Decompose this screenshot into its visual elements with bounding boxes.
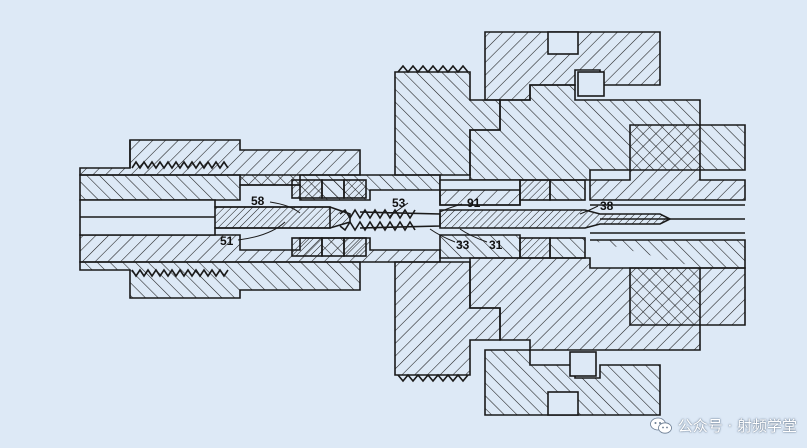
spring-contact-upper xyxy=(339,208,416,220)
label-31: 31 xyxy=(489,238,503,252)
right-inner-lower xyxy=(590,239,746,326)
o-ring-bottom xyxy=(569,351,597,377)
left-inner-lower xyxy=(79,234,441,263)
label-33: 33 xyxy=(456,238,470,252)
label-51: 51 xyxy=(220,234,234,248)
right-collet-upper xyxy=(519,179,551,201)
outer-housing-bottom xyxy=(484,349,661,416)
watermark: 公众号 · 射频学堂 xyxy=(649,415,797,436)
nut-thread-lower xyxy=(397,373,469,383)
label-91: 91 xyxy=(467,196,481,210)
left-shell-lower xyxy=(79,261,361,299)
housing-slot-bottom xyxy=(547,391,579,416)
left-collet-upper xyxy=(291,179,323,199)
right-inner-upper xyxy=(589,124,746,201)
right-center-pin xyxy=(439,209,672,229)
nut-thread-upper xyxy=(397,64,469,74)
right-body-lower xyxy=(469,257,746,351)
left-thread-upper xyxy=(131,160,229,170)
label-58: 58 xyxy=(251,194,265,208)
spring-contact-lower xyxy=(339,220,416,232)
leader-lines xyxy=(237,201,599,243)
right-body-upper xyxy=(469,84,746,181)
housing-slot-top xyxy=(547,31,579,55)
label-38: 38 xyxy=(600,199,614,213)
left-thread-lower xyxy=(131,268,229,278)
right-collet-lower xyxy=(519,237,551,259)
left-collet-lower xyxy=(291,237,323,257)
label-53: 53 xyxy=(392,196,406,210)
drawing-outline xyxy=(79,31,746,416)
watermark-text: 公众号 · 射频学堂 xyxy=(677,417,797,435)
reference-labels: 58 51 53 91 33 31 38 xyxy=(220,194,614,252)
o-ring-top xyxy=(577,71,605,97)
wechat-icon xyxy=(649,417,672,435)
left-center-pin xyxy=(214,206,351,229)
